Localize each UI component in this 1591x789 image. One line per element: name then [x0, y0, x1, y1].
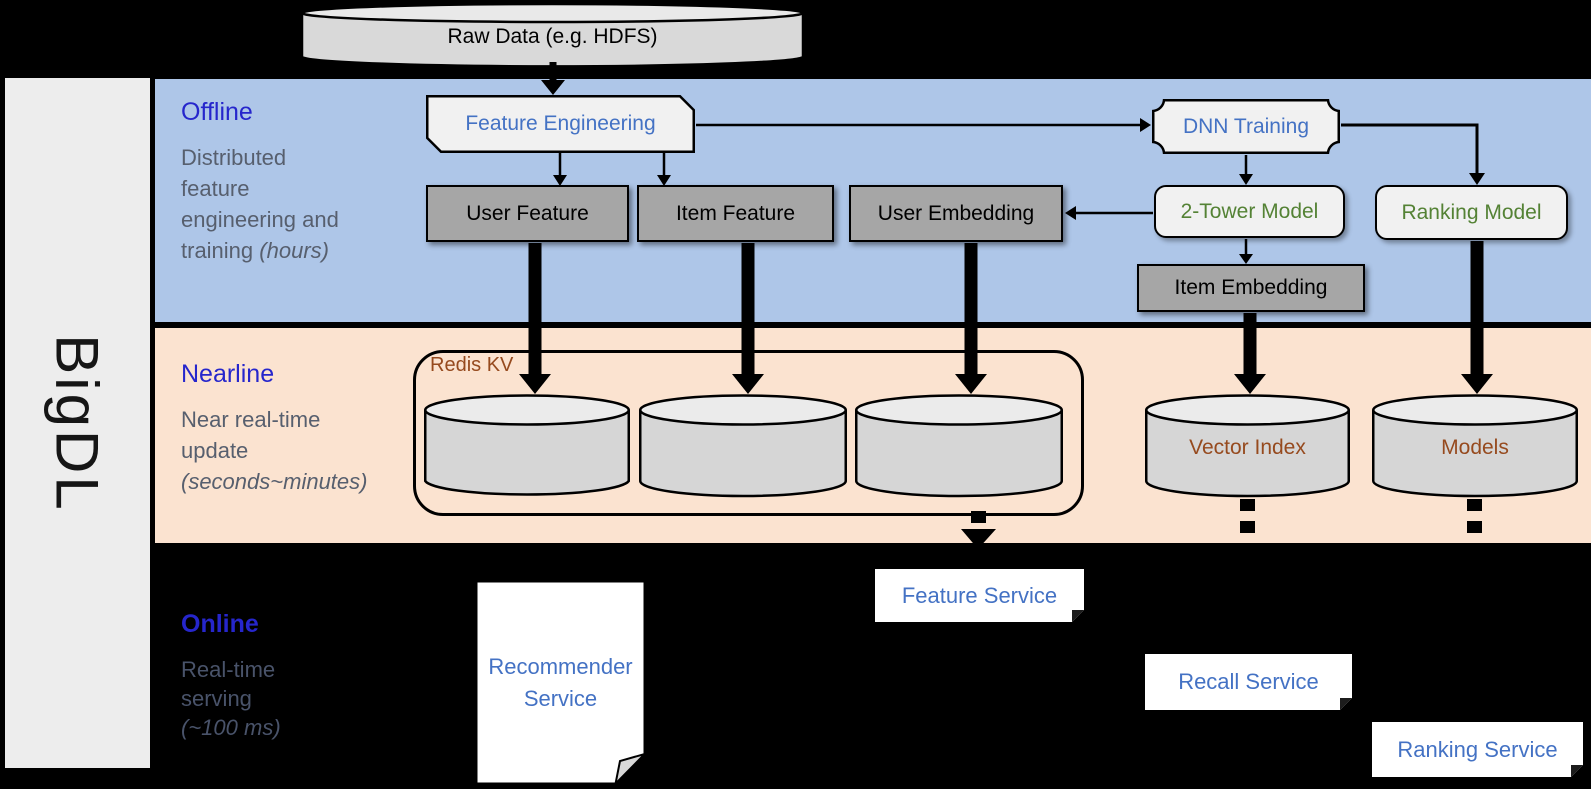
offline-section-label: Offline — [181, 98, 253, 126]
vector-index-cylinder — [1145, 394, 1350, 498]
models-cylinder — [1372, 394, 1578, 498]
user-embedding-box: User Embedding — [849, 185, 1063, 242]
two-tower-model-box: 2-Tower Model — [1154, 185, 1345, 238]
raw-data-label: Raw Data (e.g. HDFS) — [447, 25, 658, 48]
recommender-service-doc — [475, 580, 649, 787]
offline-section-desc: Distributed feature engineering and trai… — [181, 145, 339, 263]
feature-service-doc — [875, 569, 1084, 622]
redis-kv-label: Redis KV — [430, 354, 514, 376]
recommender-service-label: Recommender Service — [488, 653, 633, 711]
nearline-section-desc: Near real-time update (seconds~minutes) — [181, 407, 368, 494]
dnn-training-label: DNN Training — [1182, 114, 1310, 138]
redis-cylinder-3 — [855, 394, 1063, 498]
ranking-model-box: Ranking Model — [1375, 185, 1568, 240]
nearline-section-label: Nearline — [181, 360, 275, 388]
online-section-label: Online — [181, 610, 259, 638]
vector-index-label: Vector Index — [1189, 436, 1306, 459]
feature-engineering-box — [426, 95, 695, 153]
online-section-desc: Real-time serving (~100 ms) — [181, 657, 281, 740]
redis-cylinder-1 — [424, 394, 630, 496]
redis-cylinder-2 — [639, 394, 847, 498]
item-embedding-box: Item Embedding — [1137, 264, 1365, 312]
bigdl-sidebar: BigDL — [5, 78, 150, 768]
raw-data-cylinder — [300, 2, 805, 68]
feature-service-label: Feature Service — [901, 582, 1058, 608]
recall-service-label: Recall Service — [1178, 669, 1319, 694]
feature-engineering-label: Feature Engineering — [465, 112, 656, 135]
dnn-training-box — [1152, 99, 1340, 154]
ranking-service-doc — [1372, 722, 1583, 777]
ranking-service-label: Ranking Service — [1397, 736, 1558, 762]
user-feature-box: User Feature — [426, 185, 629, 242]
recall-service-doc — [1145, 654, 1352, 710]
models-label: Models — [1441, 436, 1509, 459]
bigdl-logo-text: BigDL — [44, 333, 112, 513]
item-feature-box: Item Feature — [637, 185, 834, 242]
